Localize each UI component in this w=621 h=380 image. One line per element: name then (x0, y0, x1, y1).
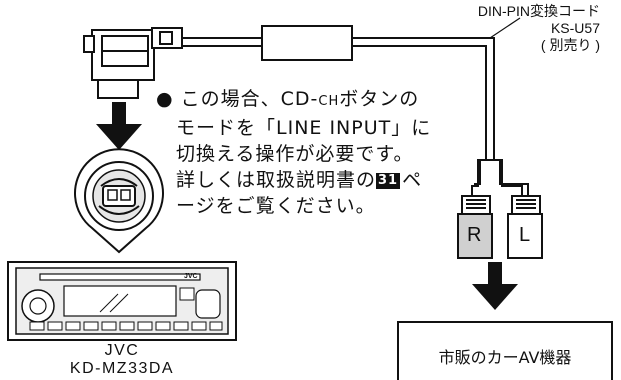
page-ref-badge: 31 (376, 173, 401, 189)
instruction-line-5: ージをご覧ください。 (176, 195, 376, 217)
cable-name: DIN-PIN変換コード (477, 3, 600, 19)
rca-cable (352, 37, 529, 196)
cable-sold-separately: ( 別売り ) (540, 37, 600, 53)
rca-plug-left (507, 195, 543, 259)
head-unit-illustration (7, 261, 237, 341)
din-socket-icon (74, 148, 164, 254)
faceplate-brand: JVC (184, 273, 198, 280)
converter-box (261, 25, 353, 61)
target-device-label: 市販のカーAV機器 (438, 348, 572, 367)
cable-label: DIN-PIN変換コード KS-U57 ( 別売り ) (478, 3, 600, 54)
headunit-caption: JVC KD-MZ33DA (62, 342, 182, 378)
cable-model: KS-U57 (550, 20, 600, 36)
target-device-box (397, 321, 613, 380)
headunit-brand: JVC (104, 342, 140, 359)
plug-left-label: L (519, 224, 531, 246)
plug-right-label: R (467, 224, 482, 246)
instruction-line-2: モードを「LINE INPUT」に (176, 117, 432, 139)
instruction-line-3: 切換える操作が必要です。 (176, 143, 414, 165)
instruction-line-1: ● この場合、CD-CHボタンの (156, 88, 420, 110)
headunit-model: KD-MZ33DA (69, 360, 175, 377)
din-cable (182, 37, 262, 47)
rca-plug-right (457, 195, 493, 259)
din-connector (83, 27, 183, 99)
bullet-icon: ● (156, 88, 174, 110)
arrow-down-left (96, 102, 142, 150)
cable-leader-line (489, 17, 521, 39)
instruction-note: ● この場合、CD-CHボタンの モードを「LINE INPUT」に 切換える操… (156, 86, 431, 219)
arrow-down-right (472, 262, 518, 310)
